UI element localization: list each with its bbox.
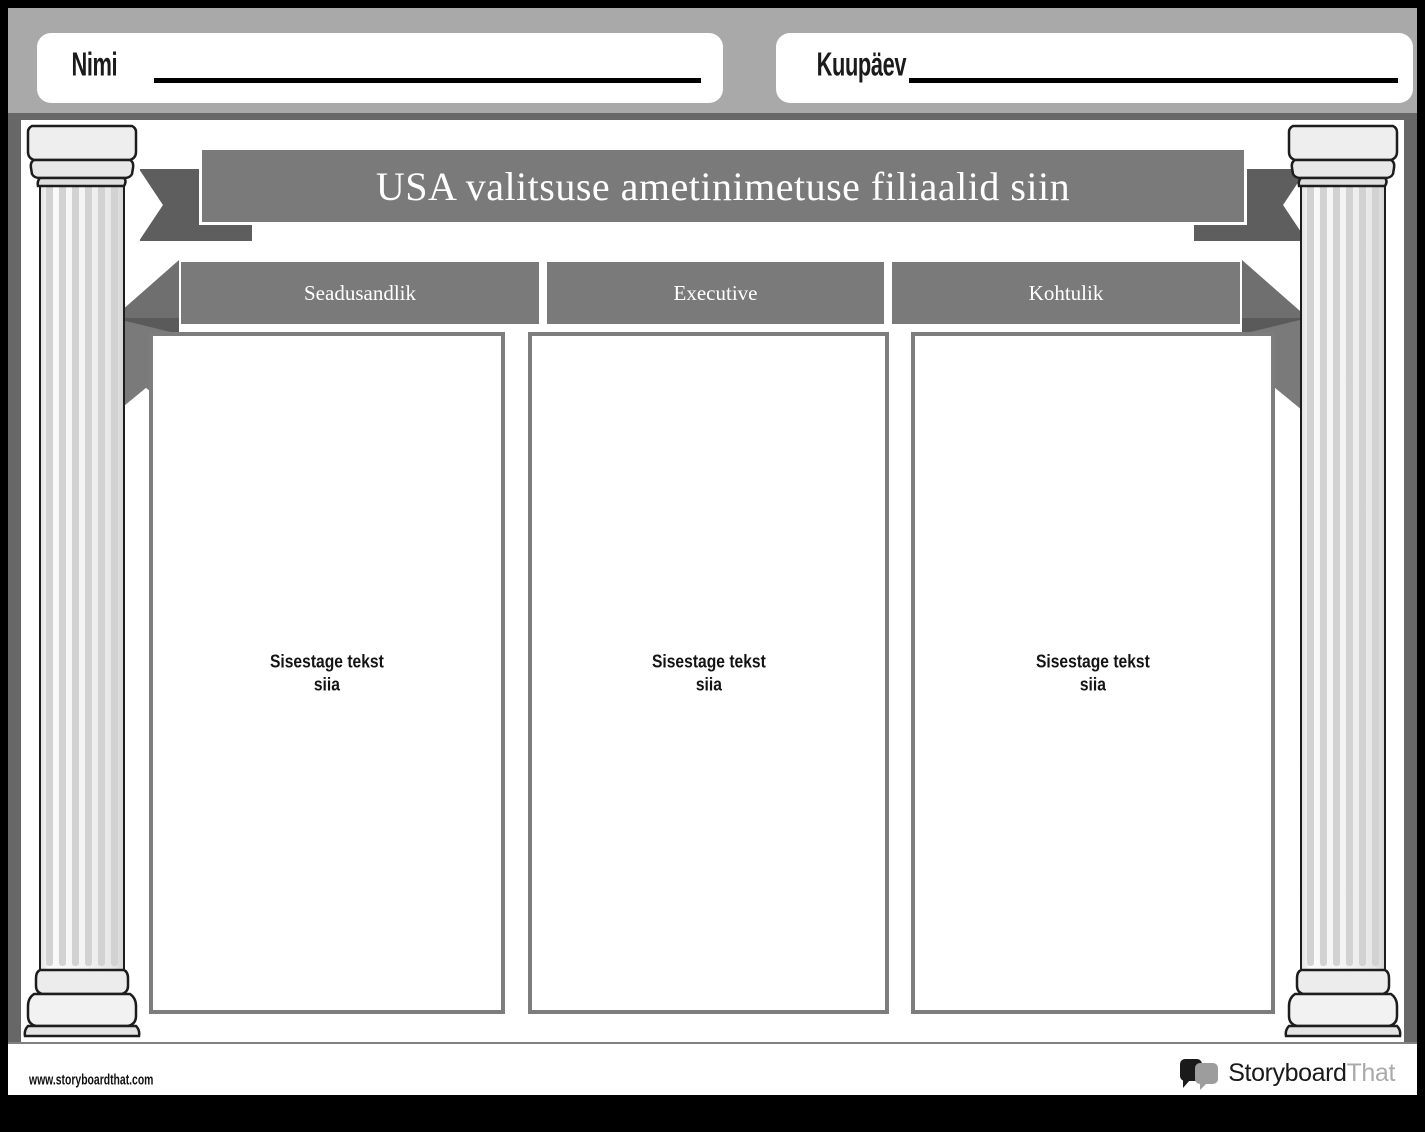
date-field-box[interactable]: Kuupäev — [776, 33, 1413, 103]
content-placeholder: Sisestage tekst siia — [651, 650, 766, 695]
branch-content-box-executive[interactable]: Sisestage tekst siia — [528, 332, 889, 1014]
logo-wordmark: StoryboardThat — [1228, 1059, 1395, 1088]
branch-header-legislative[interactable]: Seadusandlik — [179, 260, 541, 326]
speech-bubbles-icon — [1180, 1057, 1220, 1090]
branch-header-label: Seadusandlik — [304, 280, 416, 305]
name-field-box[interactable]: Nimi — [37, 33, 723, 103]
logo-text-storyboard: Storyboard — [1228, 1058, 1347, 1087]
title-ribbon-body[interactable]: USA valitsuse ametinimetuse filiaalid si… — [199, 147, 1247, 225]
branch-content-box-judicial[interactable]: Sisestage tekst siia — [911, 332, 1275, 1014]
name-field-rule[interactable] — [154, 78, 701, 83]
title-ribbon[interactable]: USA valitsuse ametinimetuse filiaalid si… — [137, 147, 1309, 244]
content-placeholder: Sisestage tekst siia — [270, 650, 384, 695]
branch-header-executive[interactable]: Executive — [545, 260, 886, 326]
header-band: Nimi Kuupäev — [8, 8, 1417, 113]
name-field-label: Nimi — [71, 46, 118, 83]
ionic-column-icon — [1283, 118, 1403, 1043]
logo-text-that: That — [1346, 1058, 1396, 1087]
footer-url[interactable]: www.storyboardthat.com — [29, 1070, 154, 1089]
branch-header-label: Kohtulik — [1028, 280, 1104, 305]
footer: www.storyboardthat.com StoryboardThat — [8, 1042, 1417, 1095]
content-placeholder: Sisestage tekst siia — [1036, 650, 1150, 695]
page-title: USA valitsuse ametinimetuse filiaalid si… — [375, 163, 1071, 209]
branch-header-judicial[interactable]: Kohtulik — [890, 260, 1242, 326]
branch-content-box-legislative[interactable]: Sisestage tekst siia — [149, 332, 505, 1014]
ionic-column-icon — [22, 118, 142, 1043]
storyboardthat-logo[interactable]: StoryboardThat — [1180, 1057, 1395, 1090]
branch-header-label: Executive — [673, 280, 758, 305]
date-field-label: Kuupäev — [816, 46, 907, 83]
date-field-rule[interactable] — [909, 78, 1398, 83]
